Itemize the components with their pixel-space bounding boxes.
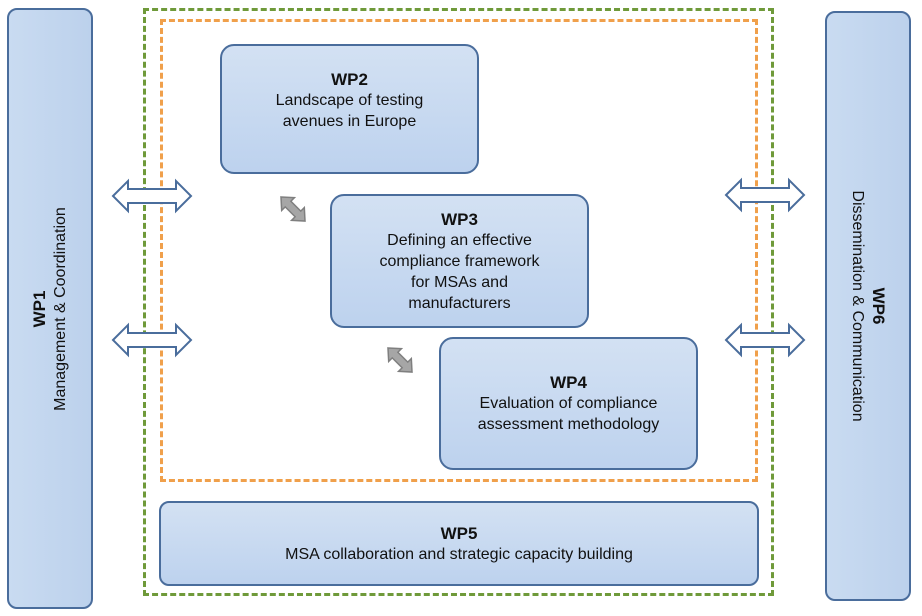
double-arrow-icon [111,322,193,358]
double-arrow-icon [724,177,806,213]
wp1-bar: WP1 Management & Coordination [7,8,93,609]
wp5-box: WP5 MSA collaboration and strategic capa… [159,501,759,586]
wp2-box: WP2 Landscape of testing avenues in Euro… [220,44,479,174]
outer-dashed-frame [143,8,774,596]
wp3-line: for MSAs and [411,273,508,291]
wp5-line: MSA collaboration and strategic capacity… [285,545,633,563]
double-arrow-icon [111,178,193,214]
wp3-line: Defining an effective [387,231,532,249]
wp4-line: assessment methodology [477,416,660,433]
wp2-title: WP2 [331,69,368,89]
diagonal-arrow-icon [387,347,413,373]
wp5-title: WP5 [440,523,478,543]
wp3-line: compliance framework [379,252,540,270]
wp4-title: WP4 [550,373,587,392]
wp3-title: WP3 [441,209,478,229]
diagonal-arrow-icon [280,196,306,222]
double-arrow-icon [724,322,806,358]
wp6-bar: WP6 Dissemination & Communication [825,11,911,601]
wp3-line: manufacturers [408,294,511,312]
wp2-line: avenues in Europe [282,112,417,130]
wp4-line: Evaluation of compliance [479,395,658,412]
inner-dashed-frame [160,19,758,482]
wp3-box: WP3 Defining an effective compliance fra… [330,194,589,328]
wp4-box: WP4 Evaluation of compliance assessment … [439,337,698,470]
wp2-line: Landscape of testing [275,91,424,109]
